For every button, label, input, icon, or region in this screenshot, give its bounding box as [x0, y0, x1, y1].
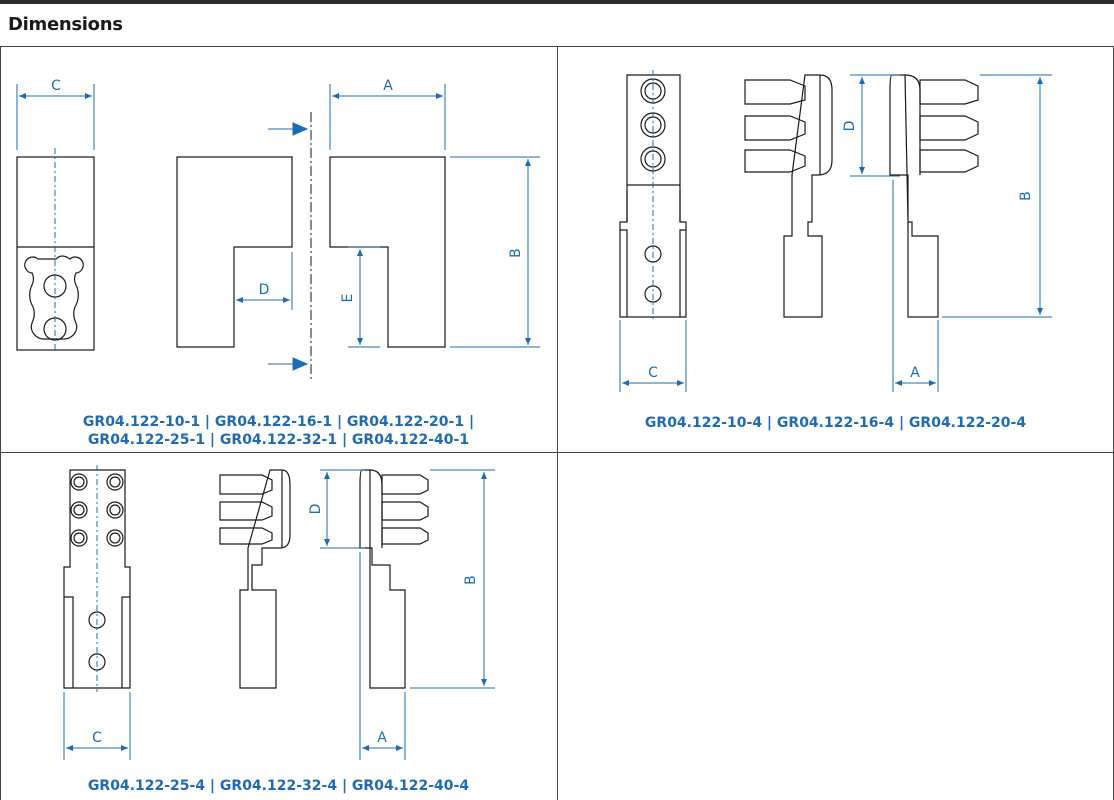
side-view-6-right	[359, 469, 429, 689]
section-title: Dimensions	[8, 14, 123, 35]
side-view-4-right	[889, 74, 979, 318]
l-shape-right	[329, 156, 446, 348]
front-view-6	[63, 465, 131, 692]
side-view-6-left	[219, 469, 291, 689]
panel-bottom-left	[63, 465, 429, 692]
grid-left	[0, 46, 1, 800]
dim-label-a: A	[377, 730, 387, 746]
grid-vertical	[557, 46, 558, 800]
caption-line-1: GR04.122-10-1 | GR04.122-16-1 | GR04.122…	[82, 414, 475, 430]
dimensions-bottom-left	[63, 469, 495, 760]
front-view-4	[619, 70, 687, 322]
side-view-4-left	[744, 74, 833, 318]
dimensions-top-left	[16, 84, 540, 371]
dim-label-a: A	[383, 78, 393, 94]
dim-label-b: B	[508, 248, 524, 258]
dim-label-b: B	[1018, 191, 1034, 201]
caption-top-left: GR04.122-10-1 | GR04.122-16-1 | GR04.122…	[0, 413, 557, 449]
dim-label-c: C	[92, 730, 102, 746]
dim-label-b: B	[463, 575, 479, 585]
dim-label-e: E	[340, 294, 356, 303]
caption-top-right: GR04.122-10-4 | GR04.122-16-4 | GR04.122…	[644, 415, 1027, 431]
panel-top-left	[16, 112, 446, 382]
dim-label-c: C	[648, 365, 658, 381]
dim-label-a: A	[910, 365, 920, 381]
dimensions-top-right	[619, 74, 1052, 392]
caption-bottom-left: GR04.122-25-4 | GR04.122-32-4 | GR04.122…	[87, 778, 470, 794]
dim-label-d: D	[308, 504, 324, 515]
dim-label-d: D	[842, 121, 858, 132]
caption-line-2: GR04.122-25-1 | GR04.122-32-1 | GR04.122…	[87, 432, 470, 448]
side-view-drawing	[16, 148, 95, 352]
panel-top-right	[619, 70, 979, 322]
dim-label-c: C	[51, 78, 61, 94]
dim-label-d: D	[259, 282, 270, 298]
l-shape-left	[176, 156, 293, 348]
top-bar	[0, 0, 1114, 4]
